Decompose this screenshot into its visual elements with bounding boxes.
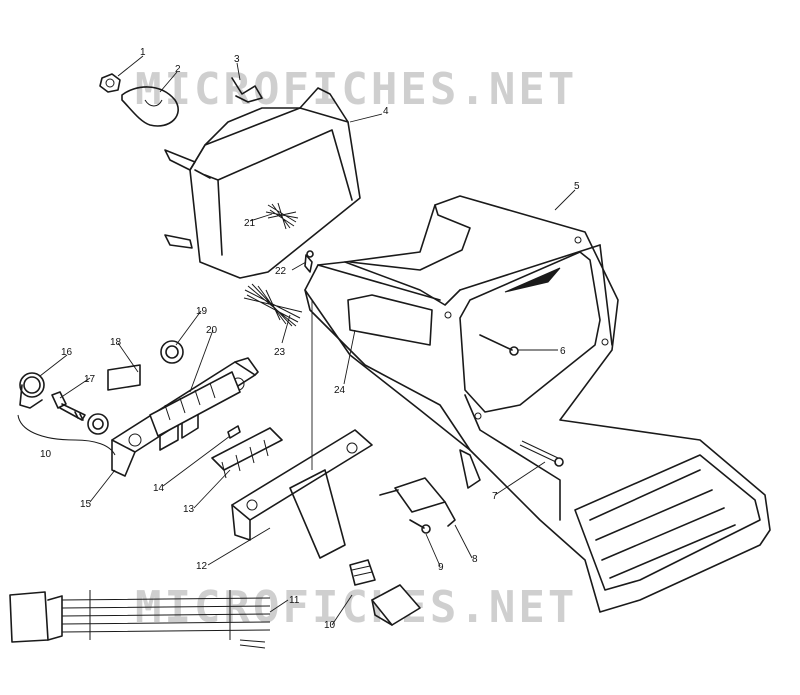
callout-8: 8 <box>472 554 478 565</box>
callout-21: 21 <box>244 218 256 229</box>
bulb-retaining-spring <box>231 77 263 103</box>
callout-7: 7 <box>492 491 498 502</box>
callouts: 1 2 3 4 5 6 7 8 9 10 10 11 12 13 14 15 1… <box>40 47 580 631</box>
decal-18 <box>107 364 141 391</box>
callout-17: 17 <box>84 374 96 385</box>
callout-6: 6 <box>560 346 566 357</box>
decal-label <box>347 294 433 346</box>
hood-console <box>304 195 771 613</box>
adjuster-spring-23 <box>243 283 303 327</box>
ignition-switch-10 <box>349 559 421 626</box>
callout-5: 5 <box>574 181 580 192</box>
callout-11: 11 <box>289 595 300 606</box>
wiring-harness-11 <box>9 590 271 649</box>
callout-14: 14 <box>153 483 165 494</box>
switch-block-20 <box>149 371 241 437</box>
callout-13: 13 <box>183 504 195 515</box>
callout-9: 9 <box>438 562 444 573</box>
watermark-bottom: MICROFICHES.NET <box>135 582 577 633</box>
key-set-bracket <box>17 414 116 456</box>
ignition-nut-17b <box>87 413 109 435</box>
adjuster-spring-21 <box>265 202 299 230</box>
grommet-19 <box>160 340 184 364</box>
callout-18: 18 <box>110 337 122 348</box>
switch-8 <box>379 477 456 527</box>
headlight-bulb <box>121 86 179 127</box>
callout-12: 12 <box>196 561 208 572</box>
screw-7 <box>519 440 564 467</box>
callout-10-switch: 10 <box>324 620 336 631</box>
callout-23: 23 <box>274 347 286 358</box>
key-ring-16 <box>19 372 45 409</box>
callout-10-keyset: 10 <box>40 449 52 460</box>
adjuster-screw-22 <box>304 250 314 273</box>
mount-bracket-12 <box>231 429 373 559</box>
callout-15: 15 <box>80 499 92 510</box>
callout-2: 2 <box>175 64 181 75</box>
callout-22: 22 <box>275 266 287 277</box>
headlight-housing <box>164 87 361 279</box>
connector-13 <box>211 427 283 479</box>
callout-16: 16 <box>61 347 73 358</box>
screw-9 <box>409 519 431 534</box>
ignition-key-17 <box>51 391 86 421</box>
callout-1: 1 <box>140 47 146 58</box>
callout-20: 20 <box>206 325 218 336</box>
callout-4: 4 <box>383 106 389 117</box>
bulb-socket <box>99 73 121 93</box>
callout-19: 19 <box>196 306 208 317</box>
callout-24: 24 <box>334 385 346 396</box>
leader-lines <box>39 55 576 626</box>
callout-3: 3 <box>234 54 240 65</box>
screw-6 <box>479 334 519 356</box>
watermark-top: MICROFICHES.NET <box>135 64 577 115</box>
